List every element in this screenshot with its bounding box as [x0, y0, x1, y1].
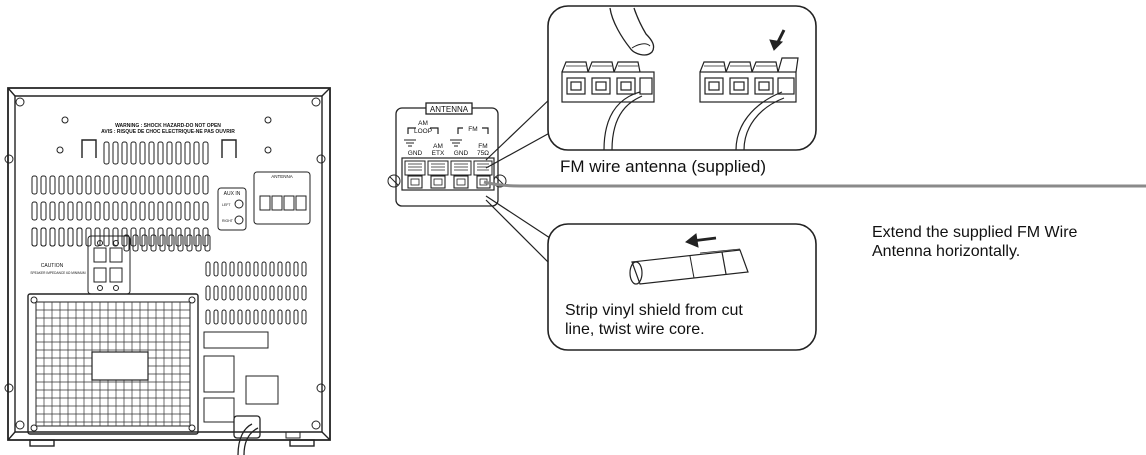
extend-caption-line2: Antenna horizontally. [872, 243, 1021, 260]
antenna-terminal-row [401, 157, 495, 191]
antenna-panel-title: ANTENNA [430, 105, 469, 114]
terminal-label-gnd-fm: GND [454, 150, 469, 157]
fm-header: FM [468, 126, 477, 133]
vent-slots [103, 141, 209, 165]
callout-leader-lines [485, 95, 556, 269]
warning-text-line1: WARNING : SHOCK HAZARD-DO NOT OPEN [115, 123, 221, 129]
speaker-terminals [87, 235, 131, 295]
caution-label: CAUTION [41, 263, 64, 269]
terminal-label-am-etx-1: AM [433, 143, 443, 150]
fm-wire-caption: FM wire antenna (supplied) [560, 157, 766, 176]
terminal-label-gnd-am: GND [408, 150, 423, 157]
antenna-terminal-panel [387, 102, 507, 207]
warning-text-line2: AVIS : RISQUE DE CHOC ELECTRIQUE-NE PAS … [101, 129, 235, 135]
fm-wire-antenna [483, 180, 1146, 188]
extend-caption-line1: Extend the supplied FM Wire [872, 224, 1078, 241]
terminal-label-fm-2: 75Ω [477, 150, 489, 157]
am-header-top: AM [418, 120, 428, 127]
terminal-label-am-etx-2: ETX [432, 150, 445, 157]
am-loop-header: LOOP [414, 128, 432, 135]
power-cord-outlet [233, 415, 261, 455]
aux-left-label: LEFT [222, 203, 231, 207]
screw-icon [4, 97, 326, 430]
callout-strip-wire [547, 223, 817, 351]
unit-back-panel [4, 87, 331, 455]
wire-strip-icon [629, 233, 749, 285]
screw-icon [387, 174, 507, 188]
mini-antenna-label: ANTENNA [271, 174, 293, 179]
aux-in-jacks [217, 187, 247, 231]
aux-right-label: RIGHT [222, 219, 234, 223]
caution-sub-label: SPEAKER IMPEDANCE 6Ω MINIMUM [30, 271, 86, 275]
callout-insert-wire [547, 5, 817, 151]
strip-caption-line1: Strip vinyl shield from cut [565, 302, 743, 319]
aux-in-label: AUX IN [224, 191, 241, 197]
terminal-label-fm-1: FM [478, 143, 487, 150]
heatsink-grille [27, 293, 199, 435]
strip-caption-line2: line, twist wire core. [565, 321, 705, 338]
mini-antenna-terminal [253, 171, 311, 225]
vent-grid [31, 175, 307, 325]
